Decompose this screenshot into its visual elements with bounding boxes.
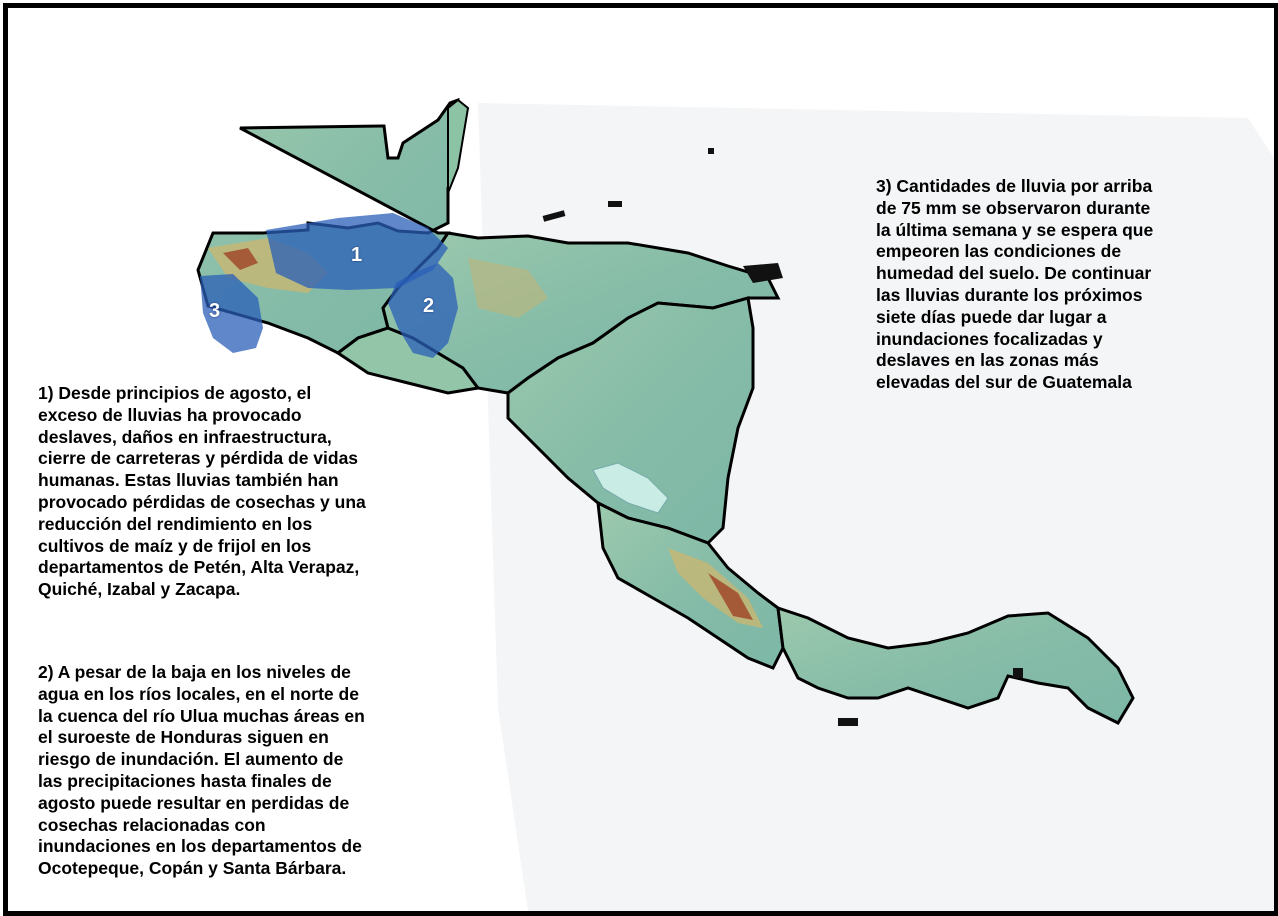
mountain-peak [223,248,258,270]
island [542,210,566,222]
country-panama [776,605,1135,725]
highlands-honduras [468,258,548,318]
zone-label-3: 3 [209,300,221,322]
coast-detail [743,263,783,283]
note-1-text: 1) Desde principios de agosto, el exceso… [38,383,366,600]
country-nicaragua [506,296,755,545]
note-3-text: 3) Cantidades de lluvia por arriba de 75… [876,176,1154,393]
country-belize [447,98,470,194]
island [838,718,858,726]
island [1013,668,1023,678]
risk-zone-1 [266,213,448,290]
zone-label-2: 2 [423,295,435,317]
mountain-costa-rica [708,573,753,620]
island [608,201,622,207]
lake-nicaragua [592,462,669,514]
central-america-map [8,8,1274,911]
risk-zone-3 [200,274,263,353]
note-2-text: 2) A pesar de la baja en los niveles de … [38,662,365,879]
map-frame: 1 2 3 1) Desde principios de agosto, el … [3,3,1278,916]
island [708,148,714,154]
zone-label-1: 1 [351,244,363,266]
risk-zone-2 [388,263,458,358]
